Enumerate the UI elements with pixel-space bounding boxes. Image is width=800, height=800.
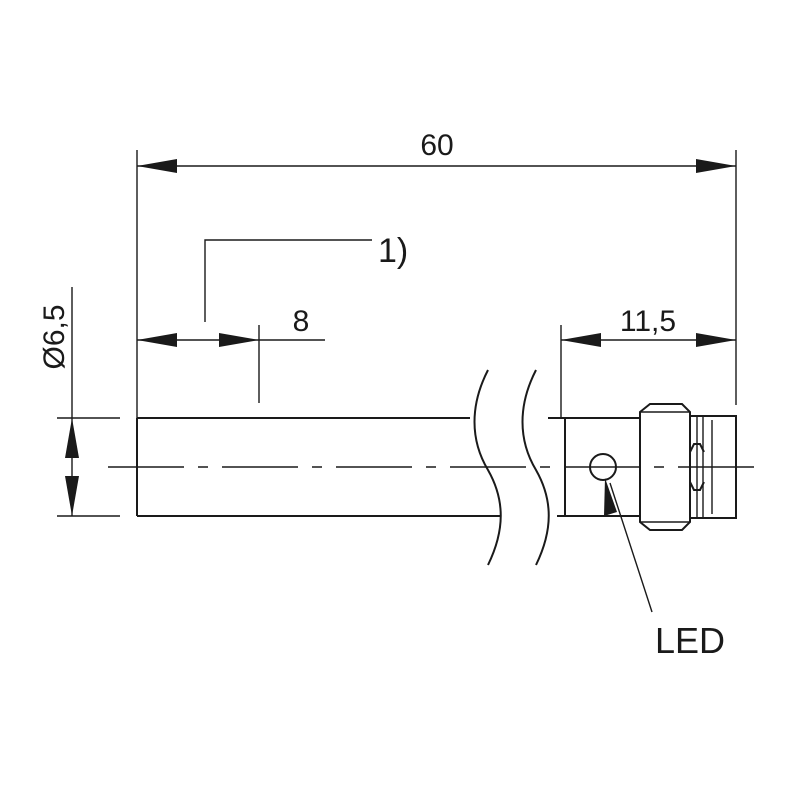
dimension-connector-length: 11,5: [560, 305, 736, 418]
arrowhead-11-5-right: [696, 333, 736, 347]
plug-notch-top: [689, 443, 705, 453]
led-leader-line: [609, 482, 653, 613]
note-leader-line: [204, 239, 372, 322]
connector-plug: [689, 415, 737, 519]
arrowhead-8-right: [219, 333, 259, 347]
led-label: LED: [655, 620, 725, 661]
dimension-label-diameter: Ø6,5: [38, 304, 71, 369]
dimension-sensing-offset: 8: [137, 305, 325, 403]
led-indicator: LED: [589, 453, 725, 661]
break-line-left: [473, 369, 502, 566]
led-circle: [589, 453, 617, 481]
note-label: 1): [378, 232, 408, 270]
break-lines: [473, 369, 550, 566]
dimension-label-11-5: 11,5: [620, 305, 676, 338]
arrowhead-diameter-bottom: [65, 476, 79, 516]
dimension-label-60: 60: [420, 129, 453, 162]
note-reference: 1): [204, 232, 408, 322]
plug-notch-bottom: [689, 481, 705, 491]
arrowhead-left: [137, 159, 177, 173]
break-line-right: [521, 369, 550, 566]
arrowhead-right: [696, 159, 736, 173]
connector: [639, 403, 737, 531]
arrowhead-8-left: [137, 333, 177, 347]
dimension-diameter: Ø6,5: [38, 287, 120, 517]
led-leader-arrowhead: [604, 478, 617, 516]
dimension-label-8: 8: [293, 305, 310, 338]
arrowhead-11-5-left: [561, 333, 601, 347]
arrowhead-diameter-top: [65, 418, 79, 458]
